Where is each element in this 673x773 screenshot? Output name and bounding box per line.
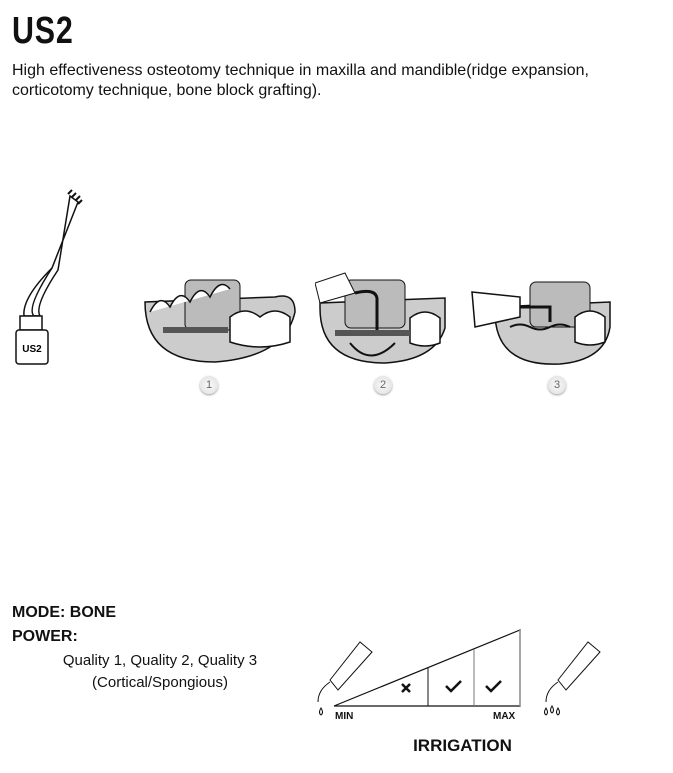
step-number-1: 1 <box>200 376 218 394</box>
check-icon <box>445 680 462 693</box>
handpiece-max-icon <box>544 641 601 716</box>
product-description: High effectiveness osteotomy technique i… <box>12 62 589 99</box>
check-icon <box>485 680 502 693</box>
handpiece-min-icon <box>317 641 373 716</box>
irrigation-max-label: MAX <box>493 711 516 722</box>
power-bone-types: (Cortical/Spongious) <box>92 674 228 691</box>
step-number-3: 3 <box>548 376 566 394</box>
mode-label: MODE: BONE <box>12 604 116 621</box>
step-2-illustration <box>315 272 446 364</box>
step-3-illustration <box>471 281 611 365</box>
irrigation-min-label: MIN <box>335 711 354 722</box>
product-title: US2 <box>12 10 74 52</box>
power-qualities: Quality 1, Quality 2, Quality 3 <box>62 652 258 669</box>
power-label: POWER: <box>12 628 78 645</box>
irrigation-diagram <box>317 629 601 716</box>
cross-icon <box>401 683 411 693</box>
irrigation-label: IRRIGATION <box>413 736 512 755</box>
ultrasonic-tip-illustration: US2 <box>15 189 83 365</box>
step-number-2: 2 <box>374 376 392 394</box>
step-1-illustration <box>144 279 296 363</box>
tip-label: US2 <box>22 344 42 355</box>
